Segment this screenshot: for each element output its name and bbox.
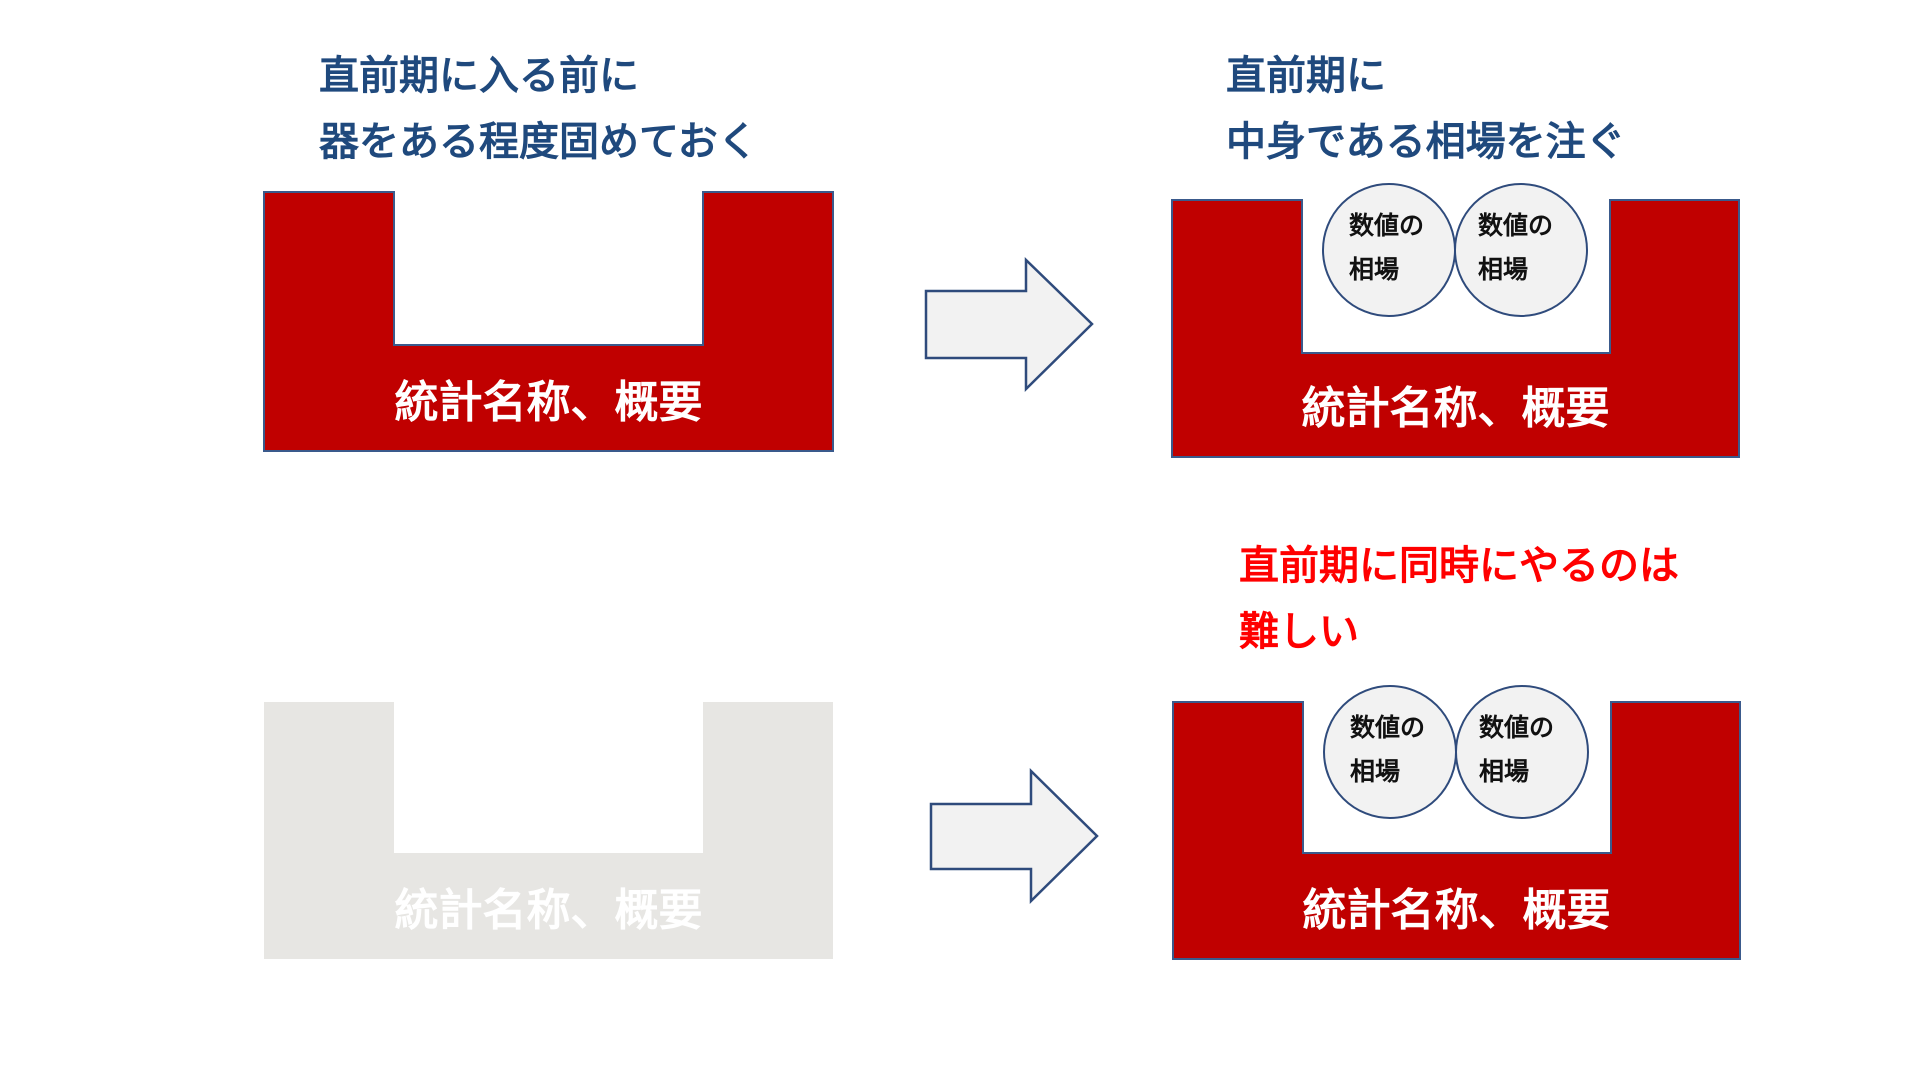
circle-text: 数値の: [1349, 211, 1425, 240]
title-top-left: 直前期に入る前に 器をある程度固めておく: [319, 43, 758, 175]
circle-text: 相場: [1350, 757, 1401, 786]
title-line: 直前期に: [1226, 53, 1386, 99]
box-label-bottom-right: 統計名称、概要: [1302, 885, 1611, 936]
circle-top-right-2: [1454, 183, 1588, 317]
title-line: 直前期に入る前に: [319, 53, 639, 99]
box-label-top-left: 統計名称、概要: [394, 377, 703, 428]
title-line: 中身である相場を注ぐ: [1226, 119, 1626, 165]
circle-label: 数値の 相場: [1350, 706, 1425, 794]
warning-text: 直前期に同時にやるのは 難しい: [1239, 533, 1679, 665]
arrow-right-icon: [929, 768, 1099, 904]
container-u-shape-bottom-right: [1172, 701, 1741, 960]
title-line: 器をある程度固めておく: [319, 119, 758, 165]
arrow-right-icon: [924, 257, 1094, 392]
container-u-shape-top-right: [1171, 199, 1740, 458]
title-top-right: 直前期に 中身である相場を注ぐ: [1226, 43, 1626, 175]
circle-text: 相場: [1349, 255, 1400, 284]
circle-bottom-right-2: [1455, 685, 1589, 819]
container-u-shape-top-left: [263, 191, 834, 452]
box-label-bottom-left: 統計名称、概要: [394, 885, 703, 936]
circle-label: 数値の 相場: [1479, 706, 1554, 794]
circle-label: 数値の 相場: [1349, 204, 1424, 292]
circle-text: 数値の: [1478, 211, 1554, 240]
box-label-top-right: 統計名称、概要: [1301, 383, 1610, 434]
circle-text: 数値の: [1350, 713, 1426, 742]
circle-text: 相場: [1478, 255, 1529, 284]
warning-line: 難しい: [1239, 609, 1359, 655]
circle-text: 相場: [1479, 757, 1530, 786]
warning-line: 直前期に同時にやるのは: [1239, 543, 1679, 589]
container-u-shape-bottom-left: [264, 702, 833, 959]
circle-label: 数値の 相場: [1478, 204, 1553, 292]
circle-text: 数値の: [1479, 713, 1555, 742]
